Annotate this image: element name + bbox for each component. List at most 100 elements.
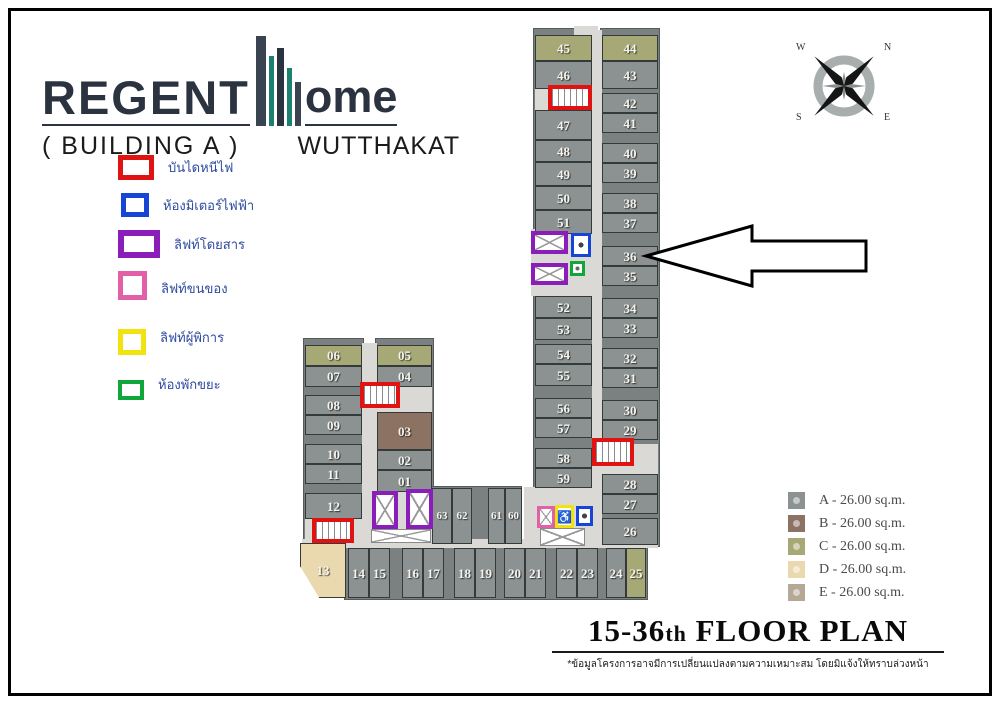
unit-number: 30: [623, 402, 637, 418]
unit-type-label: C - 26.00 sq.m.: [819, 538, 906, 554]
cargo-lift-swatch: [118, 271, 147, 300]
unit-type-label: B - 26.00 sq.m.: [819, 515, 906, 531]
unit-number: 31: [623, 370, 637, 386]
unit-number: 51: [557, 214, 570, 230]
unit-40: 40: [602, 143, 658, 163]
unit-number: 56: [557, 400, 570, 416]
unit-number: 53: [557, 321, 570, 337]
unit-number: 44: [623, 40, 637, 56]
compass-north-label: N: [884, 42, 892, 53]
unit-number: 37: [623, 215, 637, 231]
unit-54: 54: [535, 344, 592, 364]
unit-number: 58: [557, 450, 570, 466]
stair-marker: [548, 85, 592, 110]
unit-number: 11: [327, 466, 340, 482]
unit-number: 48: [557, 143, 570, 159]
unit-number: 06: [327, 348, 340, 363]
unit-36: 36: [602, 246, 658, 266]
legend-label: ลิฟท์โดยสาร: [174, 236, 245, 252]
unit-26: 26: [602, 518, 658, 545]
fire-escape-stair-swatch: [118, 155, 154, 180]
unit-type-label: E - 26.00 sq.m.: [819, 584, 905, 600]
lift-marker: [406, 489, 433, 529]
unit-23: 23: [577, 548, 598, 598]
unit-number: 50: [557, 190, 570, 206]
legend-label: บันไดหนีไฟ: [168, 160, 234, 175]
access-marker: ♿: [555, 505, 574, 528]
unit-05: 05: [377, 345, 432, 366]
unit-57: 57: [535, 418, 592, 438]
compass-icon: [813, 55, 875, 117]
disabled-lift-swatch: [118, 329, 146, 355]
title-divider: [552, 651, 944, 654]
unit-number: 28: [623, 476, 637, 492]
legend-item-passenger-lift: ลิฟท์โดยสาร: [118, 230, 338, 258]
unit-15: 15: [369, 548, 390, 598]
unit-number: 62: [456, 509, 468, 522]
unit-42: 42: [602, 93, 658, 113]
unit-56: 56: [535, 398, 592, 418]
unit-number: 24: [609, 565, 623, 581]
unit-number: 61: [491, 509, 502, 522]
unit-number: 49: [557, 166, 570, 182]
unit-type-swatch: [788, 584, 805, 601]
unit-type-swatch: [788, 515, 805, 532]
unit-number: 23: [581, 565, 594, 581]
unit-number: 04: [398, 369, 411, 384]
unit-number: 07: [327, 369, 340, 384]
unit-34: 34: [602, 298, 658, 318]
unit-45: 45: [535, 35, 592, 61]
building-bars-icon: [255, 34, 301, 126]
unit-number: 27: [623, 496, 637, 512]
unit-number: 59: [557, 470, 570, 486]
unit-type-A: A - 26.00 sq.m.: [788, 492, 906, 509]
unit-55: 55: [535, 364, 592, 386]
unit-49: 49: [535, 162, 592, 186]
disclaimer-text: *ข้อมูลโครงการอาจมีการเปลี่ยนแปลงตามความ…: [567, 659, 929, 671]
cargo-marker: [537, 506, 555, 528]
unit-number: 19: [479, 565, 492, 581]
unit-number: 14: [352, 565, 365, 581]
legend-item-electric-meter-room: ห้องมิเตอร์ไฟฟ้า: [118, 193, 338, 217]
unit-type-swatch: [788, 492, 805, 509]
unit-number: 39: [623, 165, 637, 181]
unit-08: 08: [305, 395, 362, 415]
unit-21: 21: [525, 548, 546, 598]
legend-label: ห้องพักขยะ: [158, 376, 221, 392]
unit-44: 44: [602, 35, 658, 61]
stair-marker: [312, 518, 354, 543]
passenger-lift-swatch: [118, 230, 160, 258]
unit-50: 50: [535, 186, 592, 210]
legend-label: ห้องมิเตอร์ไฟฟ้า: [163, 197, 255, 213]
garbage-room-swatch: [118, 380, 144, 400]
unit-60: 60: [505, 488, 522, 544]
unit-number: 13: [316, 563, 330, 578]
compass-south-label: S: [796, 112, 802, 123]
unit-number: 26: [623, 524, 637, 539]
meter-marker: [576, 506, 593, 526]
unit-number: 43: [623, 67, 637, 83]
unit-22: 22: [556, 548, 577, 598]
unit-number: 41: [623, 115, 637, 131]
unit-25: 25: [626, 548, 646, 598]
unit-number: 02: [398, 452, 411, 468]
unit-47: 47: [535, 110, 592, 140]
unit-number: 42: [623, 95, 637, 111]
corridor: [302, 539, 658, 548]
legend-item-cargo-lift: ลิฟท์ขนของ: [118, 271, 338, 306]
unit-63: 63: [432, 488, 452, 544]
unit-number: 33: [623, 320, 637, 336]
unit-62: 62: [452, 488, 472, 544]
brand-name: REGENT: [42, 72, 250, 126]
unit-number: 25: [629, 565, 643, 581]
unit-09: 09: [305, 415, 362, 435]
unit-type-swatch: [788, 538, 805, 555]
unit-12: 12: [305, 493, 362, 519]
unit-number: 03: [398, 423, 411, 439]
unit-33: 33: [602, 318, 658, 338]
electric-meter-room-swatch: [121, 193, 149, 217]
unit-19: 19: [475, 548, 496, 598]
wheelchair-icon: ♿: [557, 509, 572, 524]
unit-number: 63: [436, 509, 448, 522]
